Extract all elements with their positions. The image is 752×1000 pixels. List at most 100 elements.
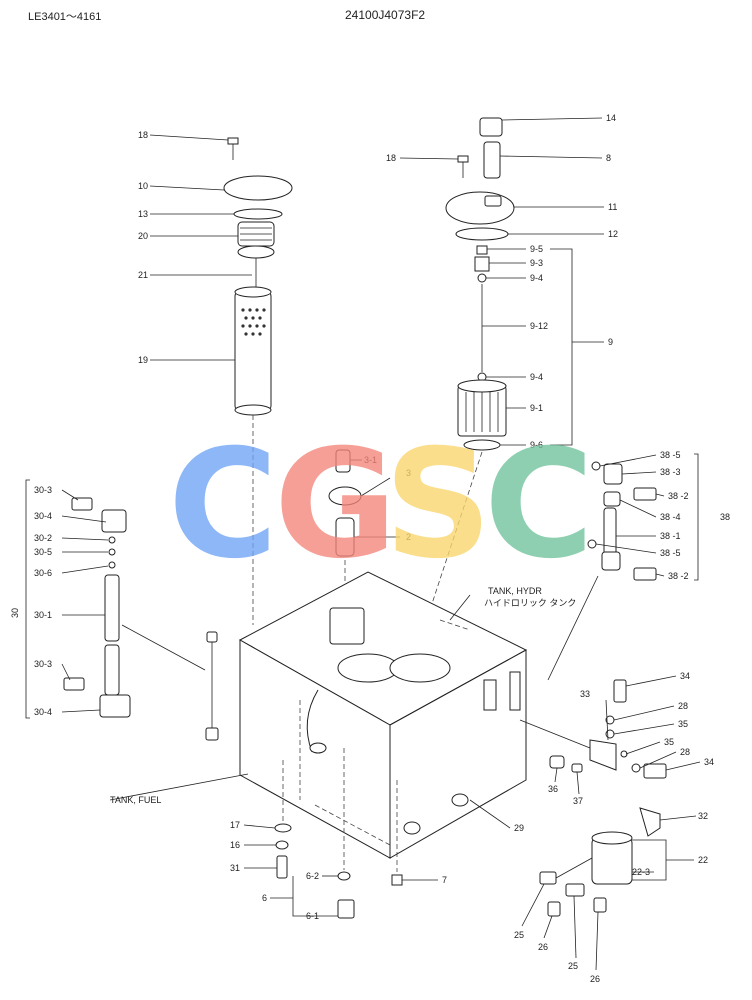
label-9-4: 9-4 [530,273,543,283]
washer-28-b [631,763,641,773]
bolt-30-3 [71,497,93,511]
label-tank-fuel: TANK, FUEL [110,795,161,805]
watermark-letter-c2: C [484,418,594,592]
label-22: 22 [698,855,708,865]
mounting-bracket-parts [519,679,667,779]
label-38-2-lower: 38 -2 [668,571,689,581]
label-36: 36 [548,784,558,794]
label-7: 7 [442,875,447,885]
label-25-b: 25 [568,961,578,971]
filter-element-19 [234,291,272,411]
label-6-2: 6-2 [306,871,319,881]
plug-7 [391,874,403,886]
key-3-1 [335,449,351,473]
label-tank-hydr: TANK, HYDR [488,586,542,596]
part-labels: 18 10 13 20 21 19 14 8 18 11 12 9-5 9-3 … [10,113,730,984]
label-30-5: 30-5 [34,547,52,557]
cover-11 [445,191,515,225]
block-38-3 [603,463,623,485]
label-9-1: 9-1 [530,403,543,413]
washer-6-2 [337,871,351,881]
label-tank-hydr-jp: ハイドロリック タンク [484,598,576,608]
label-9-3: 9-3 [530,258,543,268]
fitting-25-a [539,871,557,885]
bolt-30-3-lower [63,677,85,691]
label-30: 30 [10,608,20,618]
label-26-b: 26 [590,974,600,984]
fuel-level-gauge [205,631,219,741]
bolt-18-head [227,137,239,145]
bracket-33 [589,739,617,771]
label-9: 9 [608,337,613,347]
gauge-bracket-left [483,679,497,711]
block-30-4 [101,509,127,533]
elbow-32 [639,807,661,837]
filter-bowl-22 [591,837,633,885]
label-14: 14 [606,113,616,123]
part-9-5 [476,245,488,255]
label-28-b: 28 [680,747,690,757]
label-3-1: 3-1 [364,455,377,465]
o-ring-12 [455,227,509,241]
label-30-3-lower: 30-3 [34,659,52,669]
label-30-1: 30-1 [34,610,52,620]
label-18-right: 18 [386,153,396,163]
level-gauge-assembly-30 [25,479,206,719]
ring-30-6 [108,561,116,569]
label-38: 38 [720,512,730,522]
part-9-4-top [477,273,487,283]
label-30-4: 30-4 [34,511,52,521]
drain-plug-29-a [451,793,469,807]
label-8: 8 [606,153,611,163]
label-22-3: 22-3 [632,867,650,877]
cock-6-1 [337,899,355,919]
fitting-37 [571,763,583,773]
label-3: 3 [406,468,411,478]
level-gauge-assembly-38 [547,453,699,681]
label-38-2: 38 -2 [668,491,689,501]
tube-30-1 [104,574,120,642]
ring-16 [275,840,289,850]
label-9-6: 9-6 [530,440,543,450]
return-filter-assembly [223,137,293,625]
label-11: 11 [608,202,617,212]
label-9-12: 9-12 [530,321,548,331]
label-35-b: 35 [664,737,674,747]
strainer-8 [483,141,501,179]
label-33: 33 [580,689,590,699]
label-31: 31 [230,863,240,873]
label-38-5: 38 -5 [660,450,681,460]
bolt-34 [613,679,627,703]
valve-seat-21 [237,245,275,259]
reference-number-left: LE3401～4161 [28,11,102,23]
label-38-1: 38 -1 [660,531,681,541]
watermark-letter-c1: C [168,418,278,592]
label-19: 19 [138,355,148,365]
label-38-3: 38 -3 [660,467,681,477]
fitting-36 [549,755,565,769]
label-6-1: 6-1 [306,911,319,921]
bolt-38-2 [633,487,657,501]
cover-10 [223,175,293,201]
label-34: 34 [680,671,690,681]
washer-17 [274,823,292,833]
bolt-34-b [643,763,667,779]
part-38-4 [603,491,621,507]
label-17: 17 [230,820,240,830]
drawing-number: 24100J4073F2 [345,8,426,22]
cap-14 [479,117,503,137]
label-21: 21 [138,270,148,280]
block-30-4-lower [99,694,131,718]
bolt-31 [276,855,288,879]
label-12: 12 [608,229,618,239]
label-29: 29 [514,823,524,833]
label-38-4: 38 -4 [660,512,681,522]
fuel-filter-assembly-22 [539,807,661,917]
label-30-6: 30-6 [34,568,52,578]
label-37: 37 [573,796,583,806]
label-30-4-lower: 30-4 [34,707,52,717]
filter-perforations [241,308,266,336]
label-2: 2 [406,532,411,542]
ring-30-2 [108,536,116,544]
